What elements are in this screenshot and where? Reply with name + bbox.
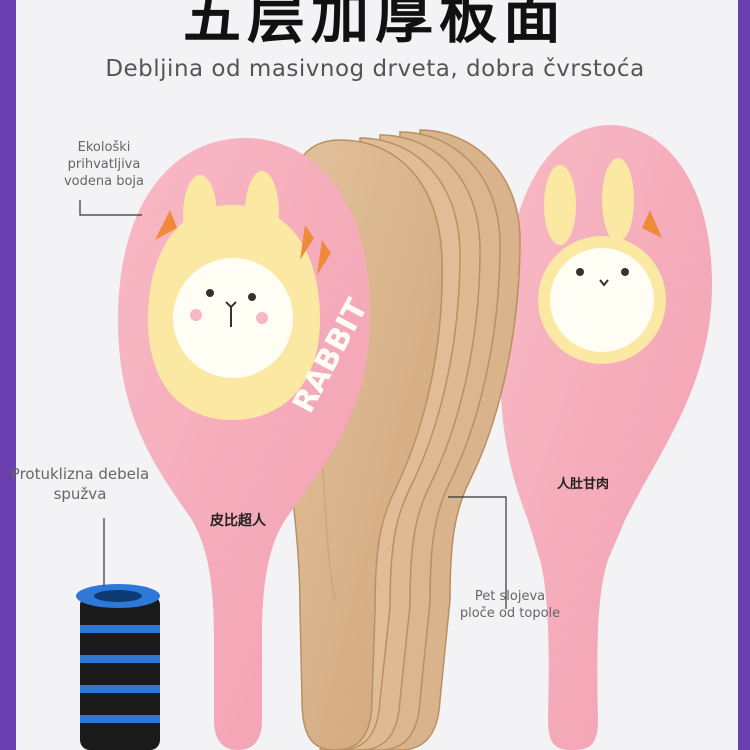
- page-subtitle: Debljina od masivnog drveta, dobra čvrst…: [105, 56, 645, 82]
- callout-paint-line-2: prihvatljiva: [67, 157, 141, 172]
- callout-layers-line-1: Pet slojeva: [474, 589, 546, 604]
- callout-paint-line-1: Ekološki: [77, 140, 131, 155]
- callout-layers-line-2: ploče od topole: [459, 606, 561, 621]
- right-accent-bar: [738, 0, 750, 750]
- callout-paint-line-3: vodena boja: [63, 174, 145, 189]
- brand-text-right: 人肚甘肉: [557, 476, 609, 492]
- callout-sponge-line-1: Protuklizna debela: [10, 465, 150, 483]
- paddle-left: RABBIT 皮比超人: [118, 138, 375, 750]
- left-accent-bar: [0, 0, 16, 750]
- callout-layers: Pet slojeva ploče od topole: [445, 588, 575, 622]
- callout-sponge-line-2: spužva: [53, 485, 107, 503]
- page-title: 五层加厚板面: [182, 0, 567, 51]
- paddle-right: 人肚甘肉: [500, 125, 712, 750]
- brand-text-left: 皮比超人: [209, 512, 267, 529]
- callout-lines: [79, 200, 507, 609]
- callout-water-paint: Ekološki prihvatljiva vodena boja: [44, 139, 164, 190]
- carrot-icon: [642, 210, 662, 238]
- sponge-grip-icon: [76, 584, 160, 750]
- callout-sponge: Protuklizna debela spužva: [10, 464, 150, 504]
